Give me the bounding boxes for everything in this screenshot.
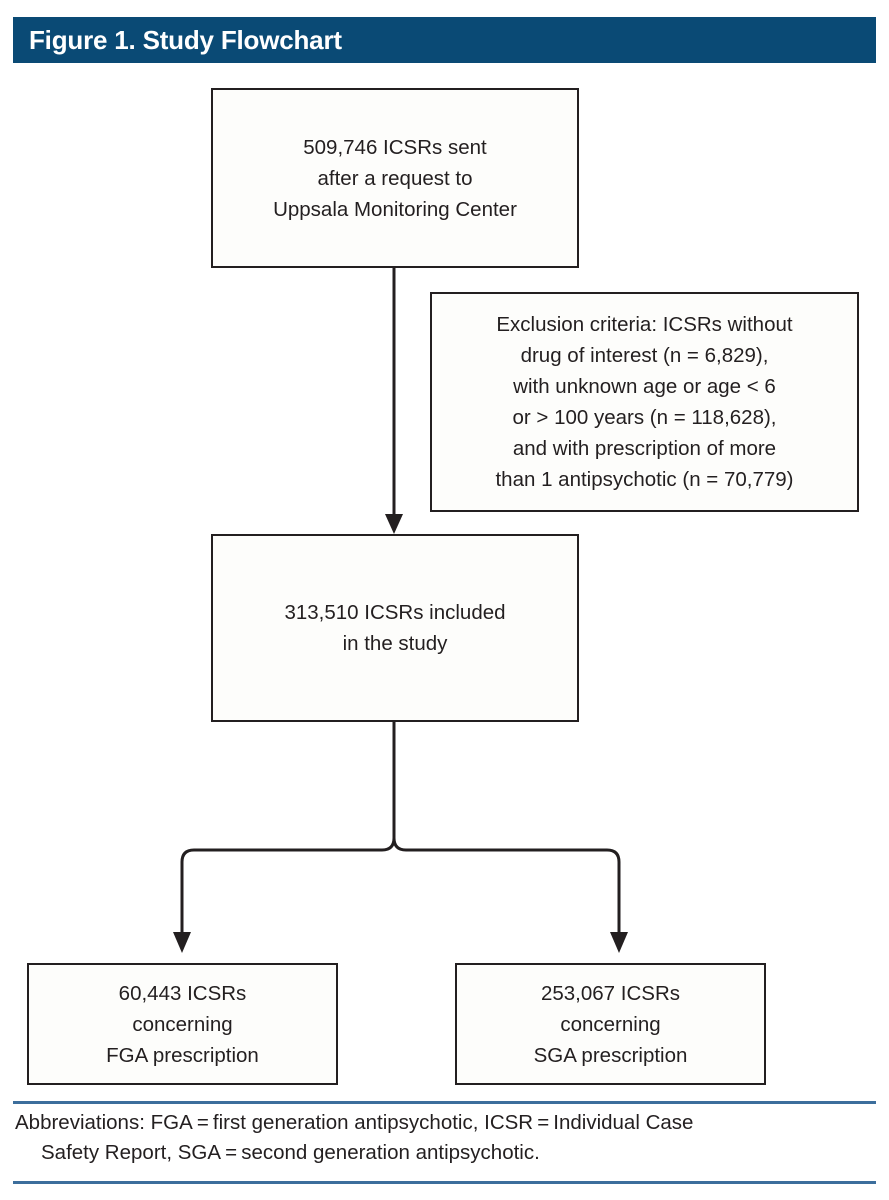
node-fga-icsrs: 60,443 ICSRs concerning FGA prescription (27, 963, 338, 1085)
node-sga-label: 253,067 ICSRs concerning SGA prescriptio… (533, 981, 688, 1067)
figure-header-bar: Figure 1. Study Flowchart (13, 17, 876, 63)
node-exclusion-criteria: Exclusion criteria: ICSRs without drug o… (430, 292, 859, 512)
connector-source-to-included (385, 268, 403, 534)
node-fga-label: 60,443 ICSRs concerning FGA prescription (106, 981, 259, 1067)
node-sga-icsrs: 253,067 ICSRs concerning SGA prescriptio… (455, 963, 766, 1085)
footnote-line-1: Abbreviations: FGA = first generation an… (15, 1111, 694, 1134)
footnote-line-2: Safety Report, SGA = second generation a… (41, 1141, 540, 1164)
footnote-rule-top (13, 1101, 876, 1104)
figure-title: Figure 1. Study Flowchart (29, 24, 342, 55)
node-exclusion-label: Exclusion criteria: ICSRs without drug o… (495, 313, 794, 491)
node-source-label: 509,746 ICSRs sent after a request to Up… (273, 135, 517, 221)
node-included-label: 313,510 ICSRs included in the study (284, 601, 506, 655)
node-source-icsrs: 509,746 ICSRs sent after a request to Up… (211, 88, 579, 268)
node-included-icsrs: 313,510 ICSRs included in the study (211, 534, 579, 722)
footnote-rule-bottom (13, 1181, 876, 1184)
abbreviations-footnote: Abbreviations: FGA = first generation an… (15, 1108, 877, 1168)
connector-included-to-branches (173, 722, 628, 953)
